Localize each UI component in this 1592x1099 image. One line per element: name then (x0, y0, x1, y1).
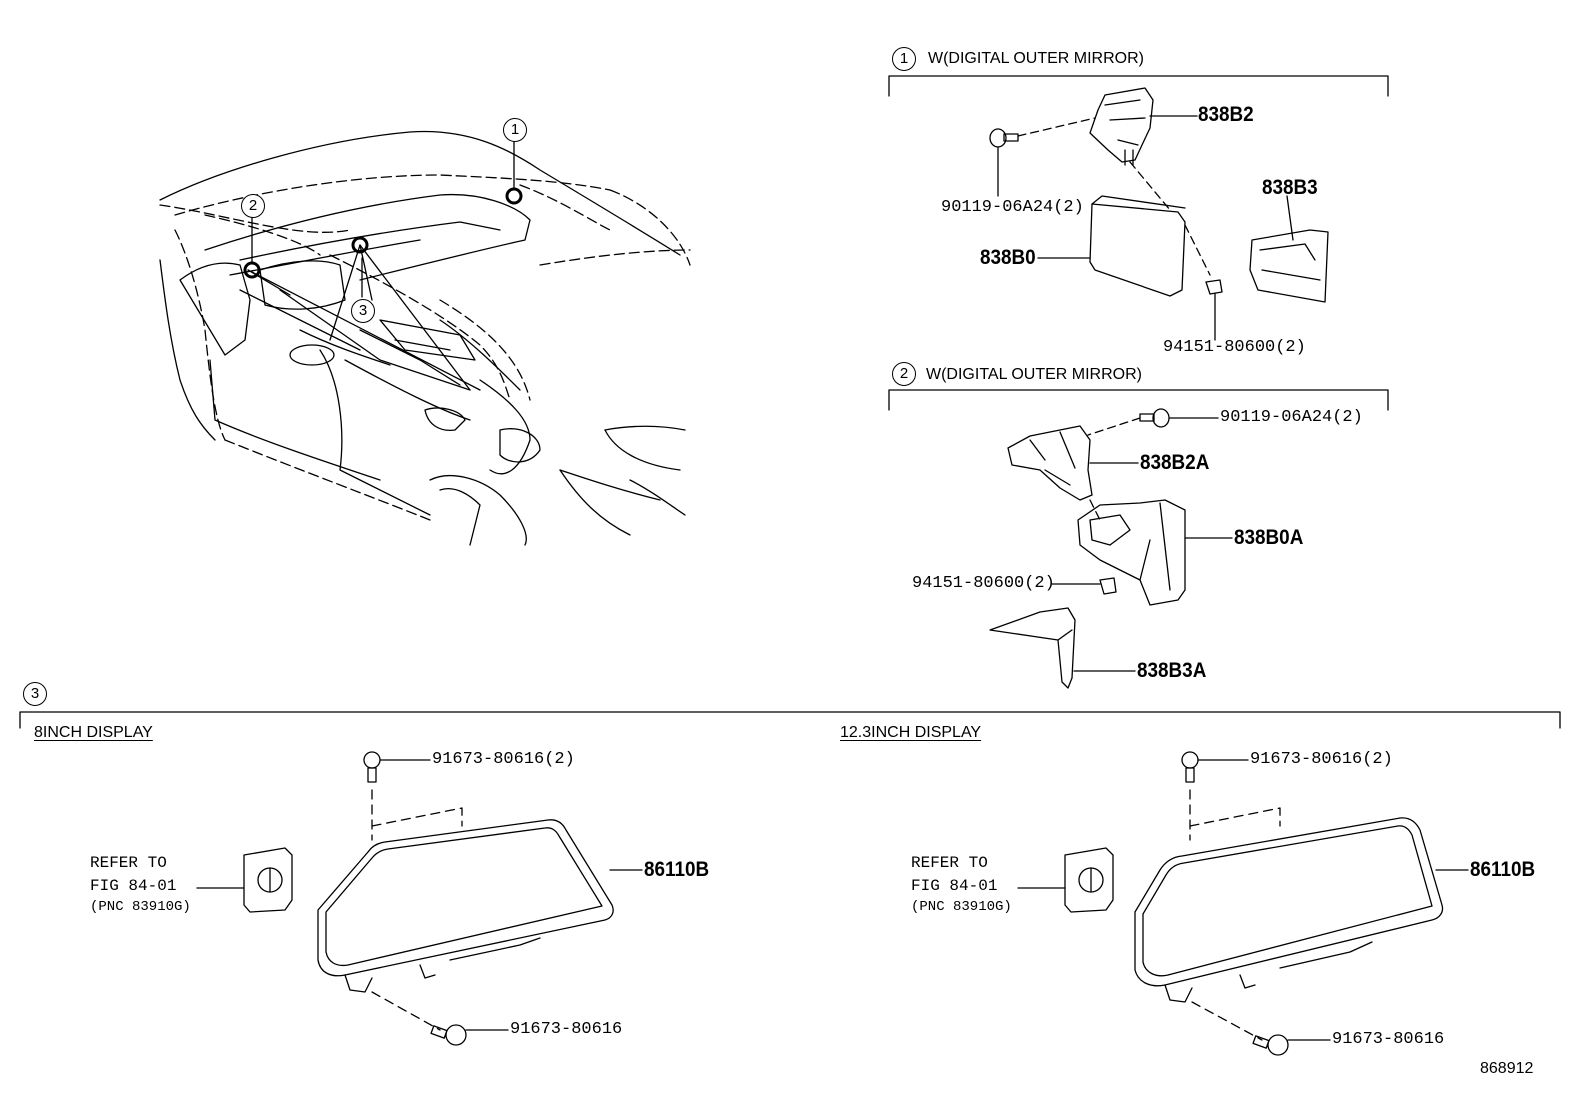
right-refer-line2[interactable]: FIG 84-01 (911, 877, 998, 895)
section1-title: W(DIGITAL OUTER MIRROR) (928, 50, 1144, 67)
left-refer-line3: (PNC 83910G) (90, 899, 191, 915)
callout-2-marker: 2 (241, 194, 265, 218)
left-refer-note: REFER TO FIG 84-01 (PNC 83910G) (90, 852, 191, 916)
part-838B3[interactable]: 838B3 (1262, 176, 1318, 199)
part-838B3A[interactable]: 838B3A (1137, 659, 1207, 682)
part-90119-06A24-s2[interactable]: 90119-06A24(2) (1220, 408, 1363, 427)
right-refer-line3: (PNC 83910G) (911, 899, 1012, 915)
left-refer-line2[interactable]: FIG 84-01 (90, 877, 177, 895)
right-screw-bottom[interactable]: 91673-80616 (1332, 1030, 1445, 1049)
callout-3-marker: 3 (351, 299, 375, 323)
part-90119-06A24-s1[interactable]: 90119-06A24(2) (941, 198, 1084, 217)
section2-title: W(DIGITAL OUTER MIRROR) (926, 366, 1142, 383)
left-screw-top[interactable]: 91673-80616(2) (432, 750, 575, 769)
section2-drawing (889, 390, 1388, 688)
part-94151-80600-s1[interactable]: 94151-80600(2) (1163, 338, 1306, 357)
left-screw-bottom[interactable]: 91673-80616 (510, 1020, 623, 1039)
callout-1-marker: 1 (503, 118, 527, 142)
right-refer-line1: REFER TO (911, 854, 988, 872)
part-838B0A[interactable]: 838B0A (1234, 526, 1304, 549)
right-display-title: 12.3INCH DISPLAY (840, 724, 982, 741)
right-refer-note: REFER TO FIG 84-01 (PNC 83910G) (911, 852, 1012, 916)
section1-drawing (889, 76, 1388, 340)
left-refer-line1: REFER TO (90, 854, 167, 872)
figure-id: 868912 (1480, 1060, 1534, 1077)
part-94151-80600-s2[interactable]: 94151-80600(2) (912, 574, 1055, 593)
right-display-86110B[interactable]: 86110B (1470, 858, 1536, 881)
left-display-title: 8INCH DISPLAY (34, 724, 153, 741)
part-838B2A[interactable]: 838B2A (1140, 451, 1210, 474)
right-screw-top[interactable]: 91673-80616(2) (1250, 750, 1393, 769)
left-display-86110B[interactable]: 86110B (644, 858, 710, 881)
car-interior-illustration (160, 132, 690, 545)
section3-number: 3 (23, 682, 47, 706)
part-838B0[interactable]: 838B0 (980, 246, 1036, 269)
section2-number: 2 (892, 362, 916, 386)
part-838B2[interactable]: 838B2 (1198, 103, 1254, 126)
section1-number: 1 (892, 47, 916, 71)
section3-drawing (20, 712, 1560, 1055)
